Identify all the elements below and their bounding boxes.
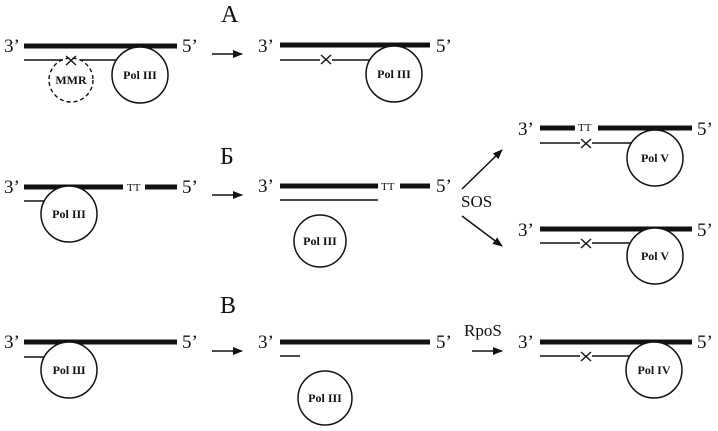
- pol-v-label: Pol V: [641, 151, 669, 165]
- panel-v-outcome: 3’ 5’ Pol IV: [518, 332, 713, 399]
- pol-iii-circle: [293, 214, 347, 268]
- five-prime-label: 5’: [436, 332, 452, 353]
- panel-a-step-2: 3’ 5’ Pol III: [258, 36, 452, 103]
- five-prime-label: 5’: [436, 176, 452, 197]
- panel-v-step-1: 3’ 5’ Pol Ш: [4, 332, 198, 399]
- pol-iii-label: Pol III: [377, 67, 411, 81]
- three-prime-label: 3’: [4, 332, 20, 353]
- three-prime-label: 3’: [518, 332, 534, 353]
- tt-dimer-label: TT: [578, 122, 592, 134]
- five-prime-label: 5’: [182, 332, 198, 353]
- five-prime-label: 5’: [697, 119, 713, 140]
- mmr-label: MMR: [55, 73, 87, 87]
- rpos-label: RpoS: [464, 321, 502, 340]
- pol-iii-circle: [40, 185, 98, 243]
- pol-v-label: Pol V: [641, 249, 669, 263]
- three-prime-label: 3’: [4, 36, 20, 57]
- panel-b-step-1: 3’ TT 5’ Pol III: [4, 177, 198, 243]
- pol-iv-label: Pol IV: [638, 363, 671, 377]
- panel-b-outcome-1: 3’ TT 5’ Pol V: [518, 119, 713, 187]
- arrow-up-icon: [461, 149, 503, 190]
- mismatch-x-icon: [320, 54, 332, 65]
- panel-label-v: В: [220, 293, 236, 319]
- pol-iii-circle: [40, 341, 98, 399]
- five-prime-label: 5’: [182, 177, 198, 198]
- mismatch-x-icon: [65, 55, 77, 66]
- three-prime-label: 3’: [518, 220, 534, 241]
- mismatch-x-icon: [580, 351, 592, 362]
- pol-iv-circle: [625, 341, 683, 399]
- pol-iii-label: Pol III: [303, 234, 337, 248]
- pol-iii-label: Pol III: [308, 391, 342, 405]
- three-prime-label: 3’: [258, 332, 274, 353]
- sos-label: SOS: [461, 192, 492, 211]
- five-prime-label: 5’: [182, 36, 198, 57]
- three-prime-label: 3’: [4, 177, 20, 198]
- pol-iii-label: Pol III: [123, 68, 157, 82]
- three-prime-label: 3’: [518, 119, 534, 140]
- pol-iii-circle: [111, 46, 169, 104]
- pol-v-circle: [626, 129, 684, 187]
- mismatch-x-icon: [580, 138, 592, 149]
- pol-iii-label: Pol III: [52, 207, 86, 221]
- panel-b-outcome-2: 3’ 5’ Pol V: [518, 220, 713, 285]
- panel-label-a: А: [221, 2, 239, 28]
- pol-iii-label: Pol Ш: [53, 363, 86, 377]
- tt-dimer-label: TT: [381, 181, 395, 193]
- pol-v-circle: [626, 227, 684, 285]
- arrow-down-icon: [461, 215, 503, 247]
- five-prime-label: 5’: [697, 332, 713, 353]
- mmr-complex: [48, 57, 94, 103]
- panel-v-step-2: 3’ 5’ Pol III: [258, 332, 452, 426]
- pol-iii-circle: [365, 45, 423, 103]
- panel-label-b: Б: [220, 144, 234, 170]
- pol-iii-circle: [297, 370, 353, 426]
- three-prime-label: 3’: [258, 36, 274, 57]
- three-prime-label: 3’: [258, 176, 274, 197]
- mismatch-x-icon: [580, 238, 592, 249]
- five-prime-label: 5’: [436, 36, 452, 57]
- five-prime-label: 5’: [697, 220, 713, 241]
- tt-dimer-label: TT: [127, 182, 141, 194]
- panel-a-step-1: 3’ 5’ MMR Pol III: [4, 36, 198, 104]
- panel-b-step-2: 3’ TT 5’ Pol III: [258, 176, 452, 268]
